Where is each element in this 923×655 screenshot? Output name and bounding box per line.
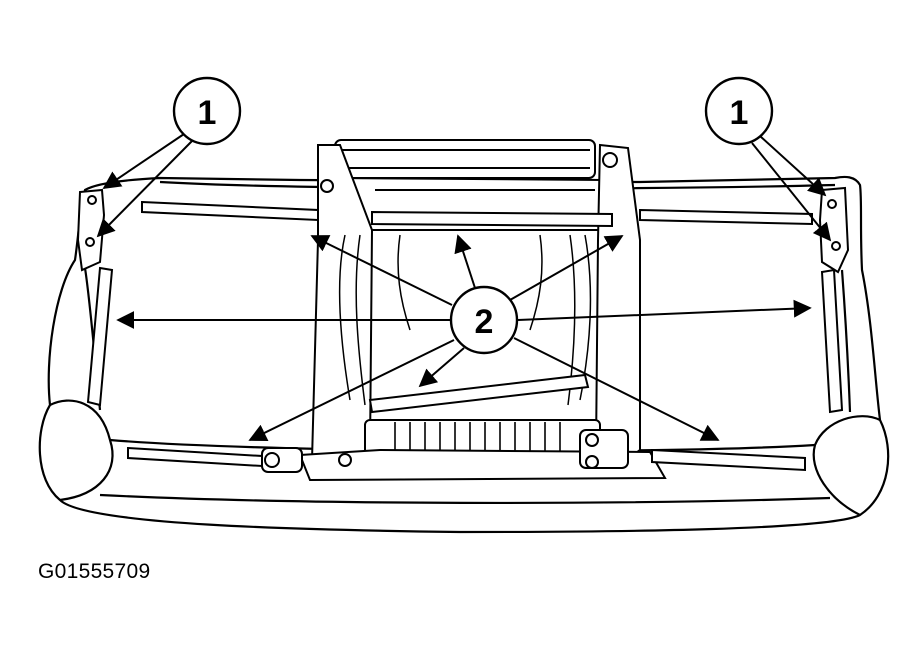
strip-left-side	[86, 266, 114, 407]
cushion-outline	[38, 175, 890, 534]
strip-bottom-left	[127, 446, 263, 468]
callout-1-right: 1	[704, 76, 832, 242]
callout-2-label: 2	[475, 303, 494, 341]
strip-center	[368, 373, 590, 414]
strip-top-center	[371, 210, 613, 228]
callout-2: 2	[449, 285, 519, 355]
callout-1-left: 1	[96, 76, 242, 238]
callout-1-left-label: 1	[198, 94, 217, 132]
strip-bottom-right	[651, 448, 806, 472]
strip-top-right	[639, 208, 813, 226]
left-bracket	[76, 188, 106, 272]
strip-right-side	[820, 268, 844, 414]
retainer-strips	[86, 200, 844, 472]
strip-top-left	[141, 200, 319, 222]
callout-2-arrows	[116, 234, 812, 441]
callout-1-right-label: 1	[730, 94, 749, 132]
right-bracket	[818, 186, 850, 274]
seat-frame	[261, 139, 667, 482]
figure-id: G01555709	[38, 560, 151, 583]
